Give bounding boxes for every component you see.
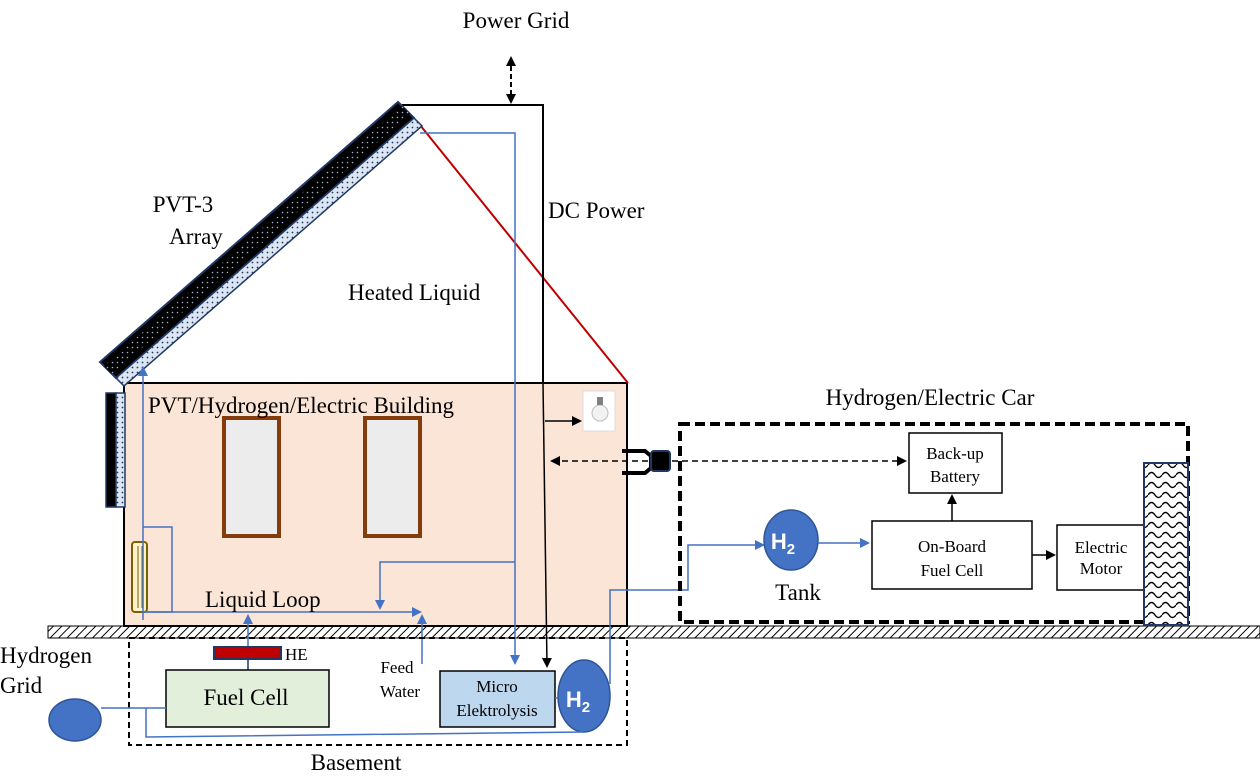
hydrogen-grid-label-2: Grid (0, 673, 43, 698)
window-left (222, 416, 281, 538)
dc-power-line-inside (541, 382, 552, 668)
electric-motor-label-1: Electric (1075, 538, 1128, 557)
electric-motor-label-2: Motor (1080, 559, 1123, 578)
micro-electrolysis-box (439, 670, 556, 728)
basement-h2-label: H2 (566, 687, 590, 716)
roof-red-line (419, 124, 629, 384)
micro-label-1: Micro (476, 677, 518, 696)
hydrogen-grid-node (48, 698, 102, 742)
heated-liquid-label: Heated Liquid (348, 280, 481, 305)
lightbulb-icon (582, 390, 616, 432)
onboard-fuelcell-label-1: On-Board (918, 537, 986, 556)
window-right (363, 416, 422, 538)
power-grid-label: Power Grid (463, 8, 570, 33)
return-loop-pipe (375, 561, 515, 610)
side-pv-panel (105, 392, 126, 508)
fuel-cell-label: Fuel Cell (204, 685, 289, 710)
micro-label-2: Elektrolysis (456, 701, 537, 720)
tank-label: Tank (775, 580, 821, 605)
dc-power-line (402, 104, 544, 383)
hydrogen-grid-label-1: Hydrogen (0, 643, 92, 668)
roof-to-electrolysis-pipe (420, 132, 520, 665)
car-h2-label: H2 (771, 529, 795, 558)
storage-tank (131, 541, 148, 613)
tank-to-car-line (609, 540, 765, 684)
dc-power-label: DC Power (548, 198, 645, 223)
onboard-fuelcell-label-2: Fuel Cell (921, 561, 984, 580)
backup-battery-label-1: Back-up (926, 444, 984, 463)
electric-motor-box (1056, 524, 1146, 591)
backup-battery-label-2: Battery (930, 467, 981, 486)
tank-to-grid-line (145, 708, 585, 738)
car-h2-tank (763, 509, 819, 571)
car-plug-icon (622, 449, 671, 475)
liquid-loop-label: Liquid Loop (205, 587, 321, 612)
pvt-array-label-1: PVT-3 (153, 192, 214, 217)
heat-exchanger (213, 646, 282, 660)
building-label: PVT/Hydrogen/Electric Building (148, 393, 454, 418)
basement-label: Basement (311, 750, 402, 775)
he-label: HE (285, 645, 308, 664)
fuel-cell-box (165, 669, 330, 728)
pvt-array-panel (98, 100, 424, 388)
feed-water-label-2: Water (380, 682, 420, 701)
car-wheel-element (1143, 462, 1189, 626)
car-label: Hydrogen/Electric Car (826, 385, 1035, 410)
basement-box (128, 637, 628, 746)
backup-battery-box (908, 432, 1003, 494)
ground-strip (47, 625, 1260, 639)
pvt-array-label-2: Array (169, 224, 223, 249)
feed-water-label-1: Feed (380, 658, 414, 677)
